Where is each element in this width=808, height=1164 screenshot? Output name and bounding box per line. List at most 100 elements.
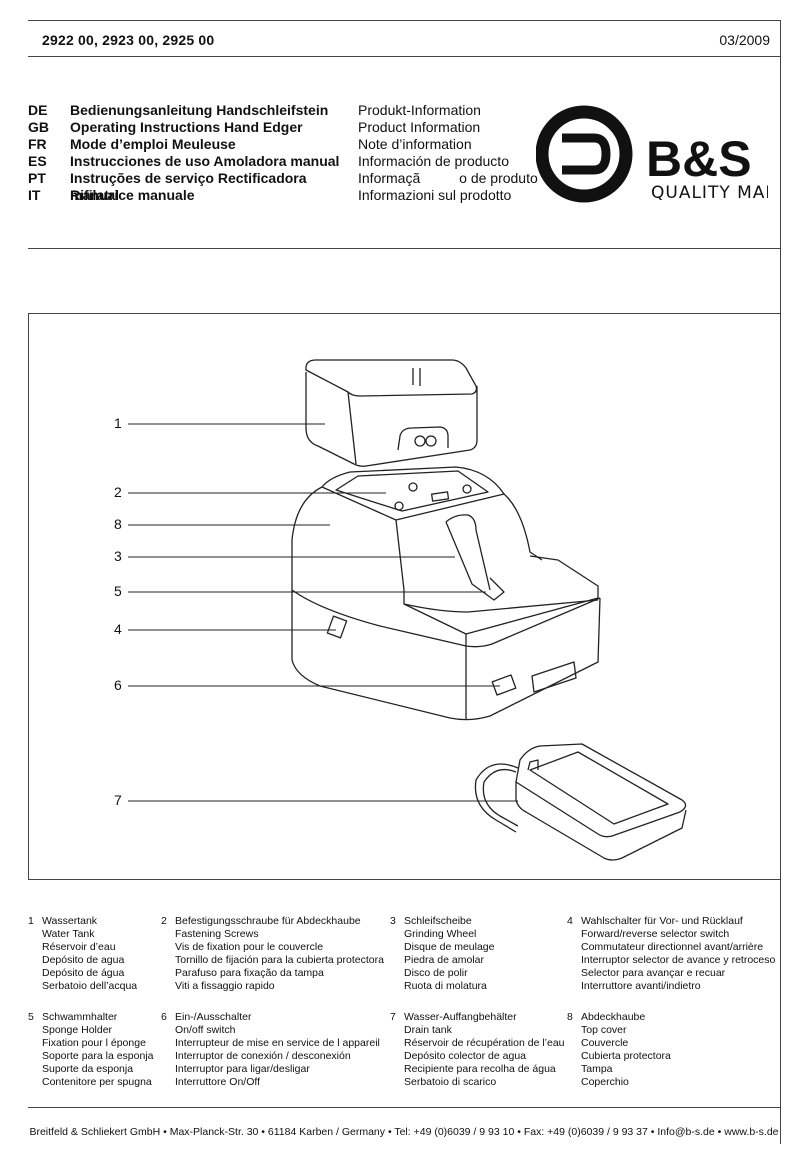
legend-line: Couvercle [581, 1037, 629, 1049]
legend-line: Top cover [581, 1024, 627, 1036]
legend-line: Wassertank [42, 915, 98, 927]
legend-line: Grinding Wheel [404, 928, 477, 940]
legend-line: Soporte para la esponja [42, 1050, 154, 1062]
legend-line: Coperchio [581, 1076, 629, 1088]
legend-line: Interruptor de conexión / desconexión [175, 1050, 351, 1062]
legend-line: Suporte da esponja [42, 1063, 134, 1075]
drain-tank-drawing [474, 743, 687, 861]
language-code: GB [28, 119, 49, 135]
legend-line: Parafuso para fixação da tampa [175, 967, 324, 979]
legend-number: 4 [567, 915, 573, 927]
legend-line: Befestigungsschraube für Abdeckhaube [175, 915, 361, 927]
legend-line: Tampa [581, 1063, 613, 1075]
product-diagram [28, 313, 780, 880]
callout-5: 5 [114, 583, 122, 599]
language-title: Instruções de serviço Rectificadora manu… [70, 170, 307, 203]
language-info: Información de producto [358, 153, 509, 169]
company-footer: Breitfeld & Schliekert GmbH • Max-Planck… [29, 1126, 779, 1138]
callout-8: 8 [114, 516, 122, 532]
legend-line: Réservoir d’eau [42, 941, 116, 953]
legend-number: 8 [567, 1011, 573, 1023]
legend-number: 2 [161, 915, 167, 927]
legend-line: Ein-/Ausschalter [175, 1011, 252, 1023]
legend-number: 5 [28, 1011, 34, 1023]
callout-3: 3 [114, 548, 122, 564]
language-row-de: DE Bedienungsanleitung Handschleifstein … [28, 102, 558, 119]
legend-line: Piedra de amolar [404, 954, 484, 966]
language-code: FR [28, 136, 47, 152]
legend-line: Schwammhalter [42, 1011, 118, 1023]
legend-number: 3 [390, 915, 396, 927]
legend-line: Cubierta protectora [581, 1050, 671, 1062]
callout-6: 6 [114, 677, 122, 693]
language-code: PT [28, 170, 46, 186]
language-title: Operating Instructions Hand Edger [70, 119, 303, 135]
language-info: Informaçã o de produto [358, 170, 538, 186]
legend-line: Fastening Screws [175, 928, 259, 940]
leader-lines [128, 423, 518, 802]
language-info: Informazioni sul prodotto [358, 187, 512, 203]
language-row-fr: FR Mode d’emploi Meuleuse Note d’informa… [28, 136, 558, 153]
callout-1: 1 [114, 415, 122, 431]
language-code: DE [28, 102, 48, 118]
legend-line: Contenitore per spugna [42, 1076, 152, 1088]
legend-number: 6 [161, 1011, 167, 1023]
legend-line: Disque de meulage [404, 941, 495, 953]
language-code: IT [28, 187, 41, 203]
bs-logo-mark: B&S QUALITY MADE [535, 105, 790, 203]
legend-line: Drain tank [404, 1024, 452, 1036]
legend-number: 7 [390, 1011, 396, 1023]
water-tank-drawing [305, 359, 478, 467]
legend-line: Ruota di molatura [404, 980, 487, 992]
legend-line: Depósito de agua [42, 954, 125, 966]
legend-line: Selector para avançar e recuar [581, 967, 726, 979]
legend-line: Viti a fissaggio rapido [175, 980, 275, 992]
language-title: Instrucciones de uso Amoladora manual [70, 153, 340, 169]
right-frame-line [780, 20, 781, 1144]
legend-line: Depósito de água [42, 967, 125, 979]
language-code: ES [28, 153, 47, 169]
language-title: Mode d’emploi Meuleuse [70, 136, 236, 152]
machine-body-drawing [291, 466, 601, 721]
legend-line: Wasser-Auffangbehälter [404, 1011, 517, 1023]
legend-line: Water Tank [42, 928, 95, 940]
language-row-gb: GB Operating Instructions Hand Edger Pro… [28, 119, 558, 136]
language-row-pt: PT Instruções de serviço Rectificadora m… [28, 170, 558, 203]
brand-logo: B&S QUALITY MADE [535, 104, 790, 209]
language-info: Note d’information [358, 136, 472, 152]
callout-7: 7 [114, 792, 122, 808]
legend-line: Abdeckhaube [581, 1011, 646, 1023]
brand-tagline: QUALITY MADE [651, 183, 768, 203]
legend-line: Schleifscheibe [404, 915, 472, 927]
callout-2: 2 [114, 484, 122, 500]
brand-name: B&S [646, 131, 752, 187]
legend-line: Depósito colector de agua [404, 1050, 526, 1062]
legend-line: Interruptor selector de avance y retroce… [581, 954, 776, 966]
legend-line: Sponge Holder [42, 1024, 113, 1036]
legend-line: Interruptor para ligar/desligar [175, 1063, 310, 1075]
legend-line: On/off switch [175, 1024, 236, 1036]
header-rule [28, 56, 781, 57]
legend-line: Forward/reverse selector switch [581, 928, 730, 940]
legend-line: Vis de fixation pour le couvercle [175, 941, 324, 953]
legend-line: Commutateur directionnel avant/arrière [581, 941, 764, 953]
legend-line: Fixation pour l éponge [42, 1037, 146, 1049]
top-rule [28, 20, 781, 21]
language-row-it: IT Rifilatrice manuale Informazioni sul … [28, 187, 558, 204]
footer-rule [28, 1107, 781, 1108]
legend-line: Interruttore avanti/indietro [581, 980, 701, 992]
language-info: Produkt-Information [358, 102, 481, 118]
legend-line: Serbatoio di scarico [404, 1076, 497, 1088]
legend-line: Tornillo de fijación para la cubierta pr… [175, 954, 384, 966]
product-codes: 2922 00, 2923 00, 2925 00 [42, 32, 215, 48]
legend-line: Serbatoio dell’acqua [42, 980, 138, 992]
legend-number: 1 [28, 915, 34, 927]
section-rule [28, 248, 781, 249]
legend-line: Interrupteur de mise en service de l app… [175, 1037, 380, 1049]
callout-4: 4 [114, 621, 122, 637]
legend-line: Interruttore On/Off [175, 1076, 261, 1088]
language-info: Product Information [358, 119, 481, 135]
legend-line: Réservoir de récupération de l’eau [404, 1037, 565, 1049]
document-date: 03/2009 [719, 32, 770, 48]
